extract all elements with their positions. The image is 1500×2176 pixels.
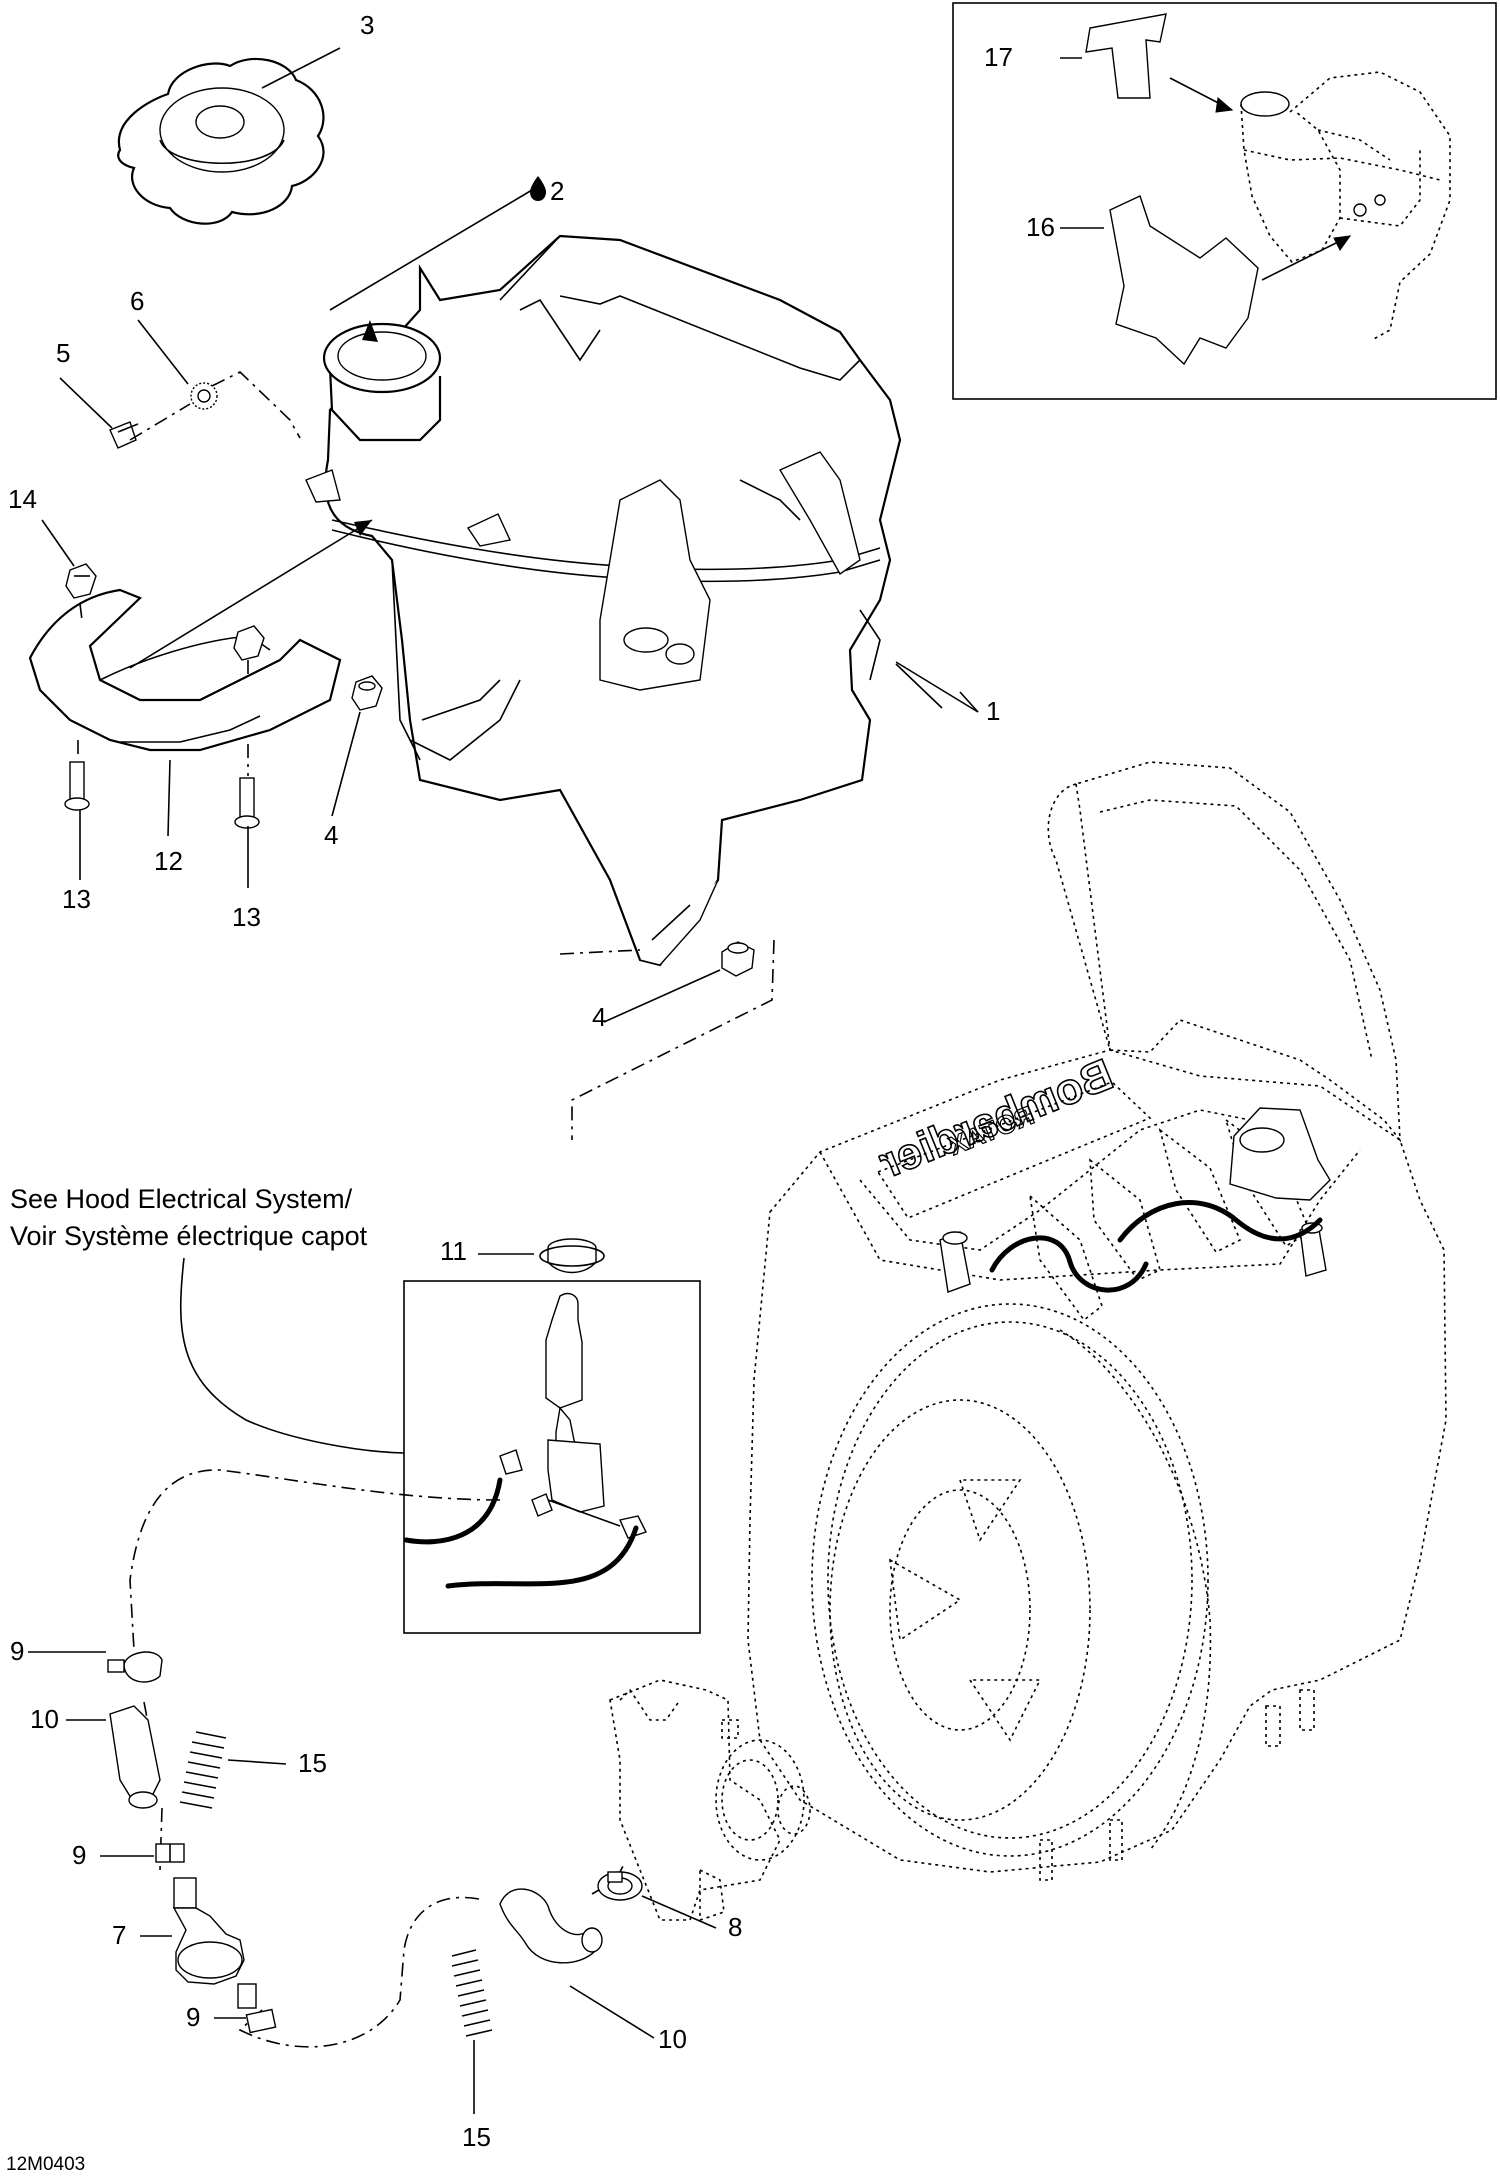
callout-13a: 13: [62, 884, 91, 914]
callout-4b: 4: [592, 1002, 606, 1032]
callout-14: 14: [8, 484, 37, 514]
callout-8: 8: [728, 1912, 742, 1942]
callout-11: 11: [440, 1236, 467, 1266]
callout-13b: 13: [232, 902, 261, 932]
clamp-part-9a: [107, 1651, 163, 1683]
drawing-code: 12M0403: [6, 2154, 85, 2175]
callout-9a: 9: [10, 1636, 24, 1666]
nut-part-14b: [233, 625, 265, 661]
callout-5: 5: [56, 338, 70, 368]
oil-tank-part-1: [305, 234, 902, 967]
callout-2-text: 2: [550, 176, 564, 206]
reference-note: See Hood Electrical System/ Voir Système…: [10, 1184, 405, 1454]
callout-15a: 15: [298, 1748, 327, 1778]
callout-9b: 9: [72, 1840, 86, 1870]
oil-level-sensor-box: [403, 1280, 701, 1634]
bolt-part-13a: [64, 761, 90, 811]
callout-7: 7: [112, 1920, 126, 1950]
check-valve-part-7: [172, 1877, 257, 2009]
decal-part-17: [1085, 13, 1167, 99]
filler-cap-part-3: [117, 57, 325, 225]
callout-12: 12: [154, 846, 183, 876]
inset-tank: [1240, 71, 1451, 341]
callout-4a: 4: [324, 820, 338, 850]
clamp-part-9c: [245, 2008, 277, 2034]
callout-16: 16: [1026, 212, 1055, 242]
heat-shield-part-12: [28, 588, 342, 752]
rotax-engine: Bombardier ROTAX: [747, 761, 1447, 1881]
washer-part-6: [190, 382, 218, 410]
callout-15b: 15: [462, 2122, 491, 2152]
clamp-part-9b: [155, 1843, 185, 1863]
spring-part-15a: [179, 1731, 227, 1809]
callout-10b: 10: [658, 2024, 687, 2054]
callout-3: 3: [360, 10, 374, 40]
oil-drop-icon: [530, 176, 546, 201]
leader-lines: [28, 47, 979, 2114]
callout-17: 17: [984, 42, 1013, 72]
spring-part-15b: [451, 1949, 493, 2037]
clamp-part-8: [597, 1871, 643, 1901]
note-line-2: Voir Système électrique capot: [10, 1221, 368, 1251]
inset-frame: [952, 2, 1497, 400]
inset-detail: [952, 2, 1497, 400]
decal-part-16: [1109, 195, 1259, 366]
callout-1: 1: [986, 696, 1000, 726]
note-line-1: See Hood Electrical System/: [10, 1184, 353, 1214]
hose-part-10b: [499, 1888, 603, 1964]
callout-6: 6: [130, 286, 144, 316]
callout-9c: 9: [186, 2002, 200, 2032]
hose-part-10a: [109, 1705, 161, 1809]
nut-part-4a: [351, 675, 383, 711]
callout-2: 2: [530, 176, 564, 206]
nut-part-14: [65, 563, 97, 599]
oil-pump-assembly: [609, 1679, 811, 1922]
nut-part-4b: [721, 941, 755, 977]
callout-10a: 10: [30, 1704, 59, 1734]
bolt-part-13b: [234, 777, 260, 829]
screw-part-5: [109, 421, 139, 449]
grommet-part-11: [539, 1238, 605, 1274]
callout-labels: 3 2 6 5 14 1 4 12 13 13 4 11 9 10 15 9 7…: [6, 10, 1055, 2175]
